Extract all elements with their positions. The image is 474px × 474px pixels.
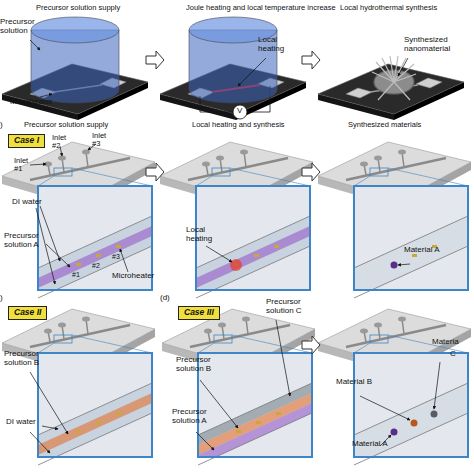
- callout-label: ): [0, 294, 3, 303]
- callout-label: Inlet #3: [92, 132, 112, 149]
- callout-label: #1: [72, 271, 80, 279]
- case1-result: [318, 142, 471, 298]
- callout-label: Synthesized nanomaterial: [404, 36, 466, 54]
- callout-label: Precursor solution supply: [24, 121, 108, 129]
- callout-label: V: [237, 107, 242, 116]
- callout-label: Precursor solution A: [4, 232, 52, 250]
- callout-label: Precursor solution A: [172, 408, 220, 426]
- callout-label: Precursor solution: [0, 18, 44, 36]
- callout-label: Material B: [336, 378, 376, 387]
- callout-label: Local hydrothermal synthesis: [340, 4, 437, 12]
- panel-heating: [160, 17, 306, 120]
- callout-label: Microheater: [112, 272, 154, 281]
- step-arrow: [146, 51, 164, 69]
- leader-lines: [30, 40, 440, 453]
- callout-label: Microheater: [10, 98, 52, 107]
- nanomaterial: [372, 56, 416, 100]
- case-label: Case II: [14, 308, 41, 318]
- callout-label: #2: [92, 262, 100, 270]
- callout-label: Inlet #1: [14, 157, 34, 174]
- step-arrow: [302, 51, 320, 69]
- step-arrow: [302, 163, 320, 181]
- case1-heating: [160, 142, 313, 298]
- callout-label: Precursor solution B: [4, 350, 52, 368]
- case2-supply: [2, 309, 155, 465]
- callout-label: Synthesized materials: [348, 121, 421, 129]
- callout-label: Joule heating and local temperature incr…: [186, 4, 336, 12]
- case-box: Case I: [8, 134, 45, 148]
- callout-label: C: [450, 350, 456, 359]
- callout-label: Inlet #2: [52, 134, 72, 151]
- case-label: Case I: [14, 136, 39, 146]
- callout-label: (d): [160, 294, 170, 303]
- step-arrow: [302, 336, 320, 354]
- callout-label: Local heating: [186, 226, 228, 244]
- case-label: Case III: [184, 308, 214, 318]
- step-arrow: [146, 163, 164, 181]
- callout-label: Precursor solution supply: [36, 4, 120, 12]
- callout-label: Materia: [432, 338, 459, 347]
- case1-supply: [2, 142, 155, 298]
- callout-label: Material A: [404, 246, 444, 255]
- callout-label: Material A: [352, 440, 392, 449]
- callout-label: ): [0, 121, 3, 130]
- case-box: Case II: [8, 306, 47, 320]
- panel-synthesis: [318, 56, 464, 120]
- case3-result: [318, 309, 471, 465]
- case-box: Case III: [178, 306, 220, 320]
- callout-label: DI water: [12, 198, 42, 207]
- callout-label: Precursor solution C: [266, 298, 316, 316]
- callout-label: Local heating and synthesis: [192, 121, 285, 129]
- callout-label: Local heating: [258, 36, 298, 54]
- callout-label: DI water: [6, 418, 36, 427]
- callout-label: #3: [112, 253, 120, 261]
- case3-supply: [162, 309, 315, 465]
- callout-label: Precursor solution B: [176, 356, 224, 374]
